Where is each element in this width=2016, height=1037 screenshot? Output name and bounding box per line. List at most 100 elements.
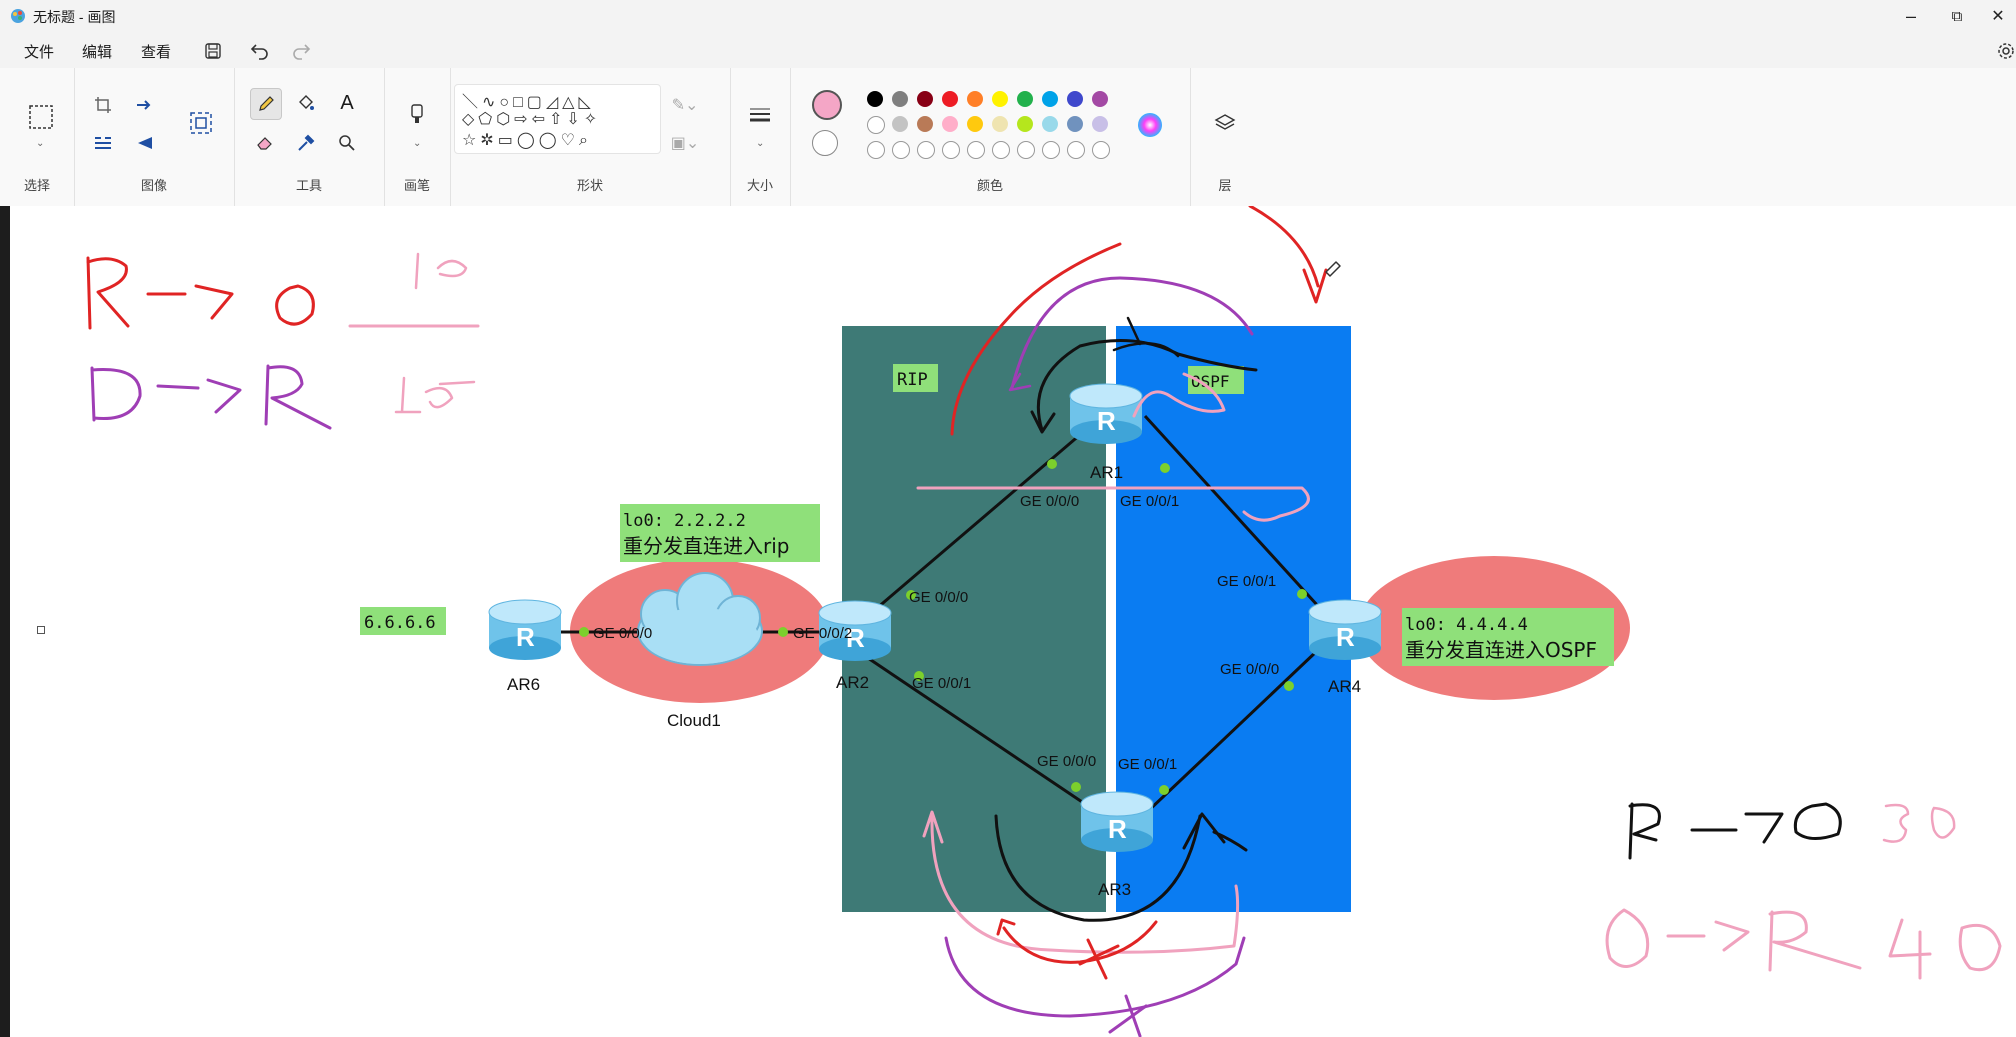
color-swatch[interactable] — [1092, 116, 1108, 132]
ar6-port-g0: GE 0/0/0 — [593, 625, 652, 642]
svg-text:R: R — [1097, 406, 1116, 436]
rip-label: RIP — [897, 370, 928, 390]
outline-button[interactable]: ✎⌄ — [670, 90, 700, 120]
color-swatch[interactable] — [1092, 141, 1110, 159]
color-swatch[interactable] — [917, 116, 933, 132]
crop-icon — [95, 97, 111, 113]
shapes-gallery[interactable] — [454, 84, 661, 154]
color-swatch[interactable] — [917, 141, 935, 159]
text-tool[interactable]: A — [332, 88, 362, 118]
color-swatch[interactable] — [942, 141, 960, 159]
redo-button[interactable] — [287, 38, 315, 64]
color-swatch[interactable] — [917, 91, 933, 107]
color-swatch[interactable] — [967, 141, 985, 159]
ar2-label: AR2 — [836, 673, 869, 692]
ar1-port-g0: GE 0/0/0 — [1020, 493, 1079, 510]
secondary-color[interactable] — [812, 130, 838, 156]
select-tool[interactable] — [26, 102, 56, 132]
magnifier-tool[interactable] — [332, 128, 362, 158]
fill-icon: ▣⌄ — [670, 135, 700, 152]
ip-label-box — [360, 607, 446, 635]
crop-tool[interactable] — [88, 90, 118, 120]
color-swatch[interactable] — [992, 116, 1008, 132]
layers-icon — [1214, 114, 1236, 130]
undo-button[interactable] — [246, 38, 274, 64]
group-tools: A 工具 — [234, 68, 385, 206]
flip-tool[interactable] — [88, 128, 118, 158]
zone-divider — [1106, 326, 1116, 912]
color-swatch[interactable] — [867, 116, 885, 134]
color-swatch[interactable] — [1042, 116, 1058, 132]
primary-color[interactable] — [812, 90, 842, 120]
gear-icon — [1998, 43, 2014, 59]
color-picker-tool[interactable] — [291, 128, 321, 158]
color-swatch[interactable] — [1067, 141, 1085, 159]
chevron-down-icon[interactable]: ⌄ — [413, 138, 422, 149]
group-shapes: ＼∿○□▢◿△◺ ◇⬠⬡⇨⇦⇧⇩✧ ☆✲▭◯◯♡⌕ ✎⌄ ▣⌄ 形状 — [450, 68, 731, 206]
color-swatch[interactable] — [1067, 91, 1083, 107]
chevron-down-icon[interactable]: ⌄ — [756, 138, 765, 149]
color-swatch[interactable] — [867, 91, 883, 107]
fill-button[interactable]: ▣⌄ — [670, 128, 700, 158]
group-tools-label: 工具 — [295, 178, 322, 193]
ar4-note-line2: 重分发直连进入OSPF — [1405, 638, 1597, 662]
line-size-icon — [750, 108, 770, 122]
color-swatch[interactable] — [967, 91, 983, 107]
color-swatch[interactable] — [892, 91, 908, 107]
ar4-note-line1: lo0: 4.4.4.4 — [1405, 615, 1528, 635]
color-swatch[interactable] — [1017, 91, 1033, 107]
restore-button[interactable]: ⧉ — [1951, 7, 1963, 25]
menu-view[interactable]: 查看 — [141, 44, 172, 61]
color-swatch[interactable] — [1017, 141, 1035, 159]
color-swatch[interactable] — [892, 116, 908, 132]
chevron-down-icon[interactable]: ⌄ — [36, 138, 45, 149]
color-swatch[interactable] — [1042, 141, 1060, 159]
color-swatch[interactable] — [1067, 116, 1083, 132]
group-brushes: ⌄ 画笔 — [384, 68, 451, 206]
resize-tool[interactable] — [130, 90, 160, 120]
svg-text:R: R — [846, 623, 865, 653]
pencil-tool[interactable] — [250, 88, 282, 120]
minimize-button[interactable]: – — [1905, 5, 1916, 26]
ar3-port-g0: GE 0/0/0 — [1037, 753, 1096, 770]
group-select: ⌄ 选择 — [0, 68, 75, 206]
group-size: ⌄ 大小 — [730, 68, 791, 206]
color-swatch[interactable] — [992, 91, 1008, 107]
color-swatch[interactable] — [942, 116, 958, 132]
layers-button[interactable] — [1210, 108, 1240, 138]
color-swatch[interactable] — [1092, 91, 1108, 107]
color-swatch[interactable] — [992, 141, 1010, 159]
shapes-row-2[interactable]: ◇⬠⬡⇨⇦⇧⇩✧ — [462, 111, 602, 128]
menu-file[interactable]: 文件 — [24, 44, 55, 61]
brushes-button[interactable] — [402, 100, 432, 130]
image-tool[interactable] — [186, 108, 216, 138]
shapes-row-3[interactable]: ☆✲▭◯◯♡⌕ — [462, 132, 592, 149]
save-button[interactable] — [199, 38, 227, 64]
menu-edit[interactable]: 编辑 — [82, 44, 113, 61]
magnifier-icon — [339, 135, 355, 151]
ar3-label: AR3 — [1098, 880, 1131, 899]
color-swatch[interactable] — [867, 141, 885, 159]
ar3-port-g1: GE 0/0/1 — [1118, 756, 1177, 773]
eraser-tool[interactable] — [250, 128, 280, 158]
settings-button[interactable] — [1992, 38, 2016, 64]
selection-icon — [29, 105, 53, 129]
color-swatch[interactable] — [892, 141, 910, 159]
color-swatch[interactable] — [967, 116, 983, 132]
canvas-resize-handle[interactable] — [37, 626, 45, 634]
shapes-row-1[interactable]: ＼∿○□▢◿△◺ — [462, 94, 595, 111]
color-swatch[interactable] — [942, 91, 958, 107]
rotate-tool[interactable] — [130, 128, 160, 158]
fill-tool[interactable] — [291, 88, 321, 118]
color-swatch[interactable] — [1017, 116, 1033, 132]
outline-icon: ✎⌄ — [671, 97, 699, 114]
size-button[interactable] — [745, 100, 775, 130]
color-swatch[interactable] — [1042, 91, 1058, 107]
svg-text:R: R — [1108, 814, 1127, 844]
close-button[interactable]: ✕ — [1991, 8, 2005, 25]
text-icon: A — [340, 91, 354, 114]
edit-colors-icon[interactable] — [1135, 110, 1165, 140]
